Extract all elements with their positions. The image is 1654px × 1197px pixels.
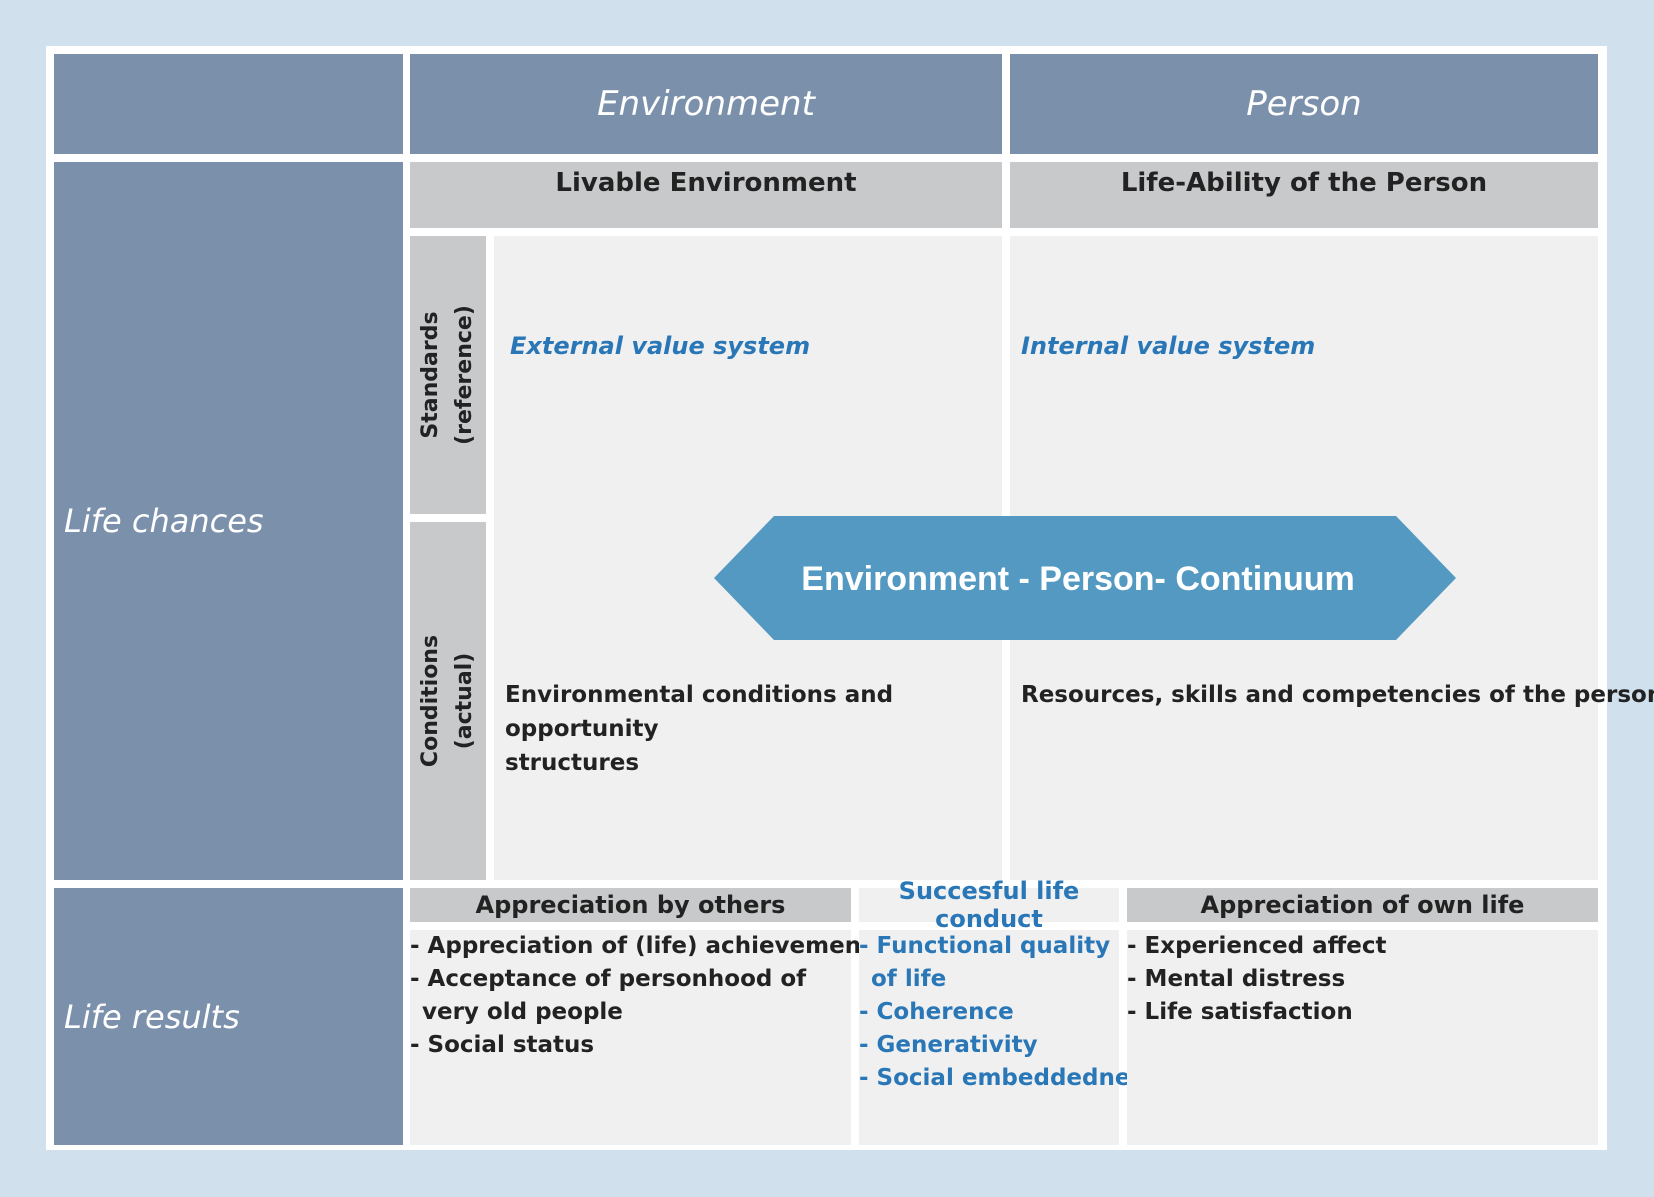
appreciation-by-others-body: - Appreciation of (life) achievement - A… [410,930,872,1145]
diagram-panel: Environment Person Life chances Life res… [46,46,1654,1150]
list-item: very old people [422,999,623,1025]
list-item: - Experienced affect [1127,933,1387,959]
standards-label-line2: (reference) [452,305,477,445]
appreciation-of-own-life-header: Appreciation of own life [1127,888,1598,922]
successful-life-conduct-list: - Functional quality of life - Coherence… [859,930,1158,1095]
list-item: - Life satisfaction [1127,999,1353,1025]
appreciation-by-others-header: Appreciation by others [410,888,851,922]
list-item: - Functional quality [859,933,1111,959]
list-item: - Appreciation of (life) achievement [410,933,873,959]
continuum-arrow: Environment - Person- Continuum [714,516,1456,640]
corner-cell [54,54,403,154]
successful-life-conduct-body: - Functional quality of life - Coherence… [859,930,1158,1145]
external-value-system: External value system [510,332,811,360]
continuum-label: Environment - Person- Continuum [801,560,1354,598]
conditions-label-line1: Conditions [418,634,444,768]
successful-life-conduct-header: Succesful life conduct [859,877,1119,933]
standards-label: Standards (reference) [410,236,486,514]
life-ability-header: Life-Ability of the Person [1010,162,1598,228]
list-item: - Social status [410,1032,595,1058]
continuum-arrow-shape [714,516,1456,640]
list-item: - Mental distress [1127,966,1346,992]
conditions-label-line2: (actual) [452,652,478,750]
livable-environment-header: Livable Environment [410,162,1002,228]
person-header: Person [1010,54,1598,154]
list-item: of life [871,966,947,992]
list-item: - Coherence [859,999,1014,1025]
environment-header: Environment [410,54,1002,154]
conditions-label: Conditions (actual) [410,522,486,880]
environmental-conditions-line1: Environmental conditions and opportunity [505,682,894,742]
list-item: - Acceptance of personhood of [410,966,807,992]
list-item: - Social embeddedness [859,1065,1158,1091]
person-resources-text: Resources, skills and competencies of th… [1021,682,1654,708]
list-item: - Generativity [859,1032,1038,1058]
standards-label-line1: Standards [418,311,443,439]
appreciation-of-own-life-list: - Experienced affect - Mental distress -… [1127,930,1386,1029]
life-results-label: Life results [54,888,403,1145]
environmental-conditions-text: Environmental conditions and opportunity… [505,678,995,780]
internal-value-system: Internal value system [1021,332,1316,360]
environmental-conditions-line2: structures [505,750,640,776]
appreciation-by-others-list: - Appreciation of (life) achievement - A… [410,930,872,1062]
appreciation-of-own-life-body: - Experienced affect - Mental distress -… [1127,930,1598,1145]
life-chances-label: Life chances [54,162,403,880]
